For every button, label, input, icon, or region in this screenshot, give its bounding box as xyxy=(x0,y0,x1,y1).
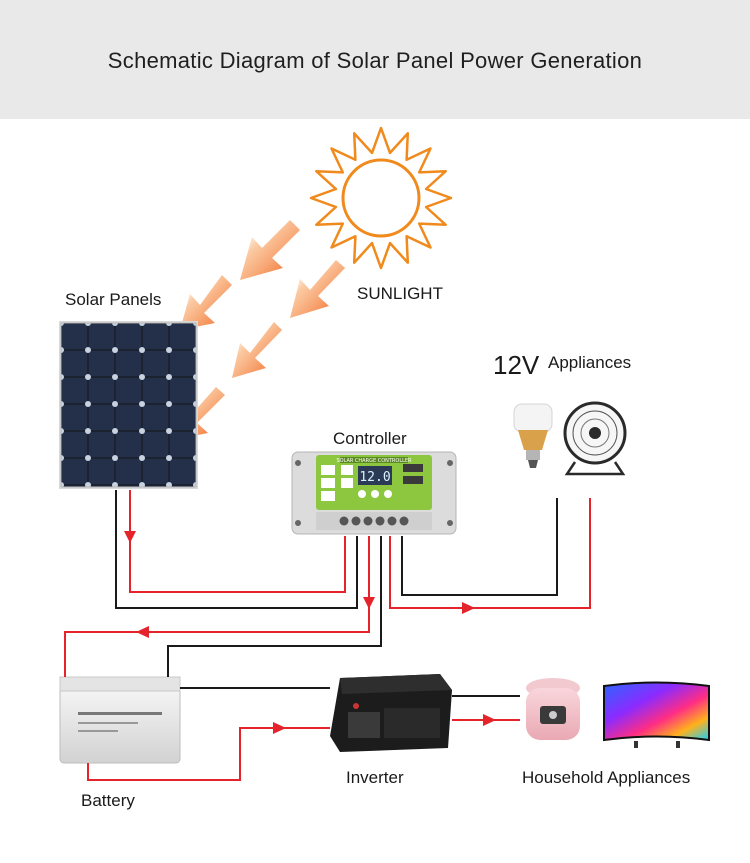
rice-cooker-image xyxy=(526,678,580,740)
wire-load-negative xyxy=(401,498,558,596)
solar-panel-image xyxy=(59,321,198,489)
wire-battery-positive xyxy=(64,536,370,677)
wire-battery-negative xyxy=(167,536,382,677)
sunlight-arrow xyxy=(232,322,282,378)
wire-load-positive xyxy=(389,498,591,609)
controller-header-text: SOLAR CHARGE CONTROLLER xyxy=(336,458,412,464)
diagram-title: Schematic Diagram of Solar Panel Power G… xyxy=(107,48,643,73)
battery-image xyxy=(59,676,181,764)
sun-icon xyxy=(309,126,453,270)
led-bulb-image xyxy=(513,403,553,468)
inverter-label: Inverter xyxy=(346,768,404,787)
battery-label: Battery xyxy=(81,791,135,810)
current-arrow-right xyxy=(273,722,286,734)
voltage-label: 12V xyxy=(493,350,540,380)
appliances-label: Appliances xyxy=(548,353,632,372)
sunlight-arrow xyxy=(240,220,300,280)
sunlight-arrow xyxy=(180,275,232,330)
inverter-image xyxy=(330,674,452,752)
header-banner xyxy=(0,0,750,119)
household-appliances-label: Household Appliances xyxy=(522,768,691,787)
sunlight-arrow xyxy=(290,260,345,318)
current-arrow-right xyxy=(462,602,475,614)
current-arrow-left xyxy=(136,626,149,638)
current-arrows xyxy=(124,531,496,734)
television-image xyxy=(603,681,710,748)
controller-display-reading: 12.0 xyxy=(359,470,390,485)
sunlight-label: SUNLIGHT xyxy=(357,284,443,303)
current-arrow-down xyxy=(124,531,136,543)
wire-inverter-positive xyxy=(87,727,330,781)
wire-panel-negative xyxy=(115,490,358,609)
current-arrow-right xyxy=(483,714,496,726)
sun-rays xyxy=(309,126,453,270)
charge-controller-image: SOLAR CHARGE CONTROLLER 12.0 xyxy=(291,451,457,535)
current-arrow-down xyxy=(363,597,375,609)
solar-panels-label: Solar Panels xyxy=(65,290,162,309)
controller-label: Controller xyxy=(333,429,407,448)
desk-fan-image xyxy=(563,401,627,476)
